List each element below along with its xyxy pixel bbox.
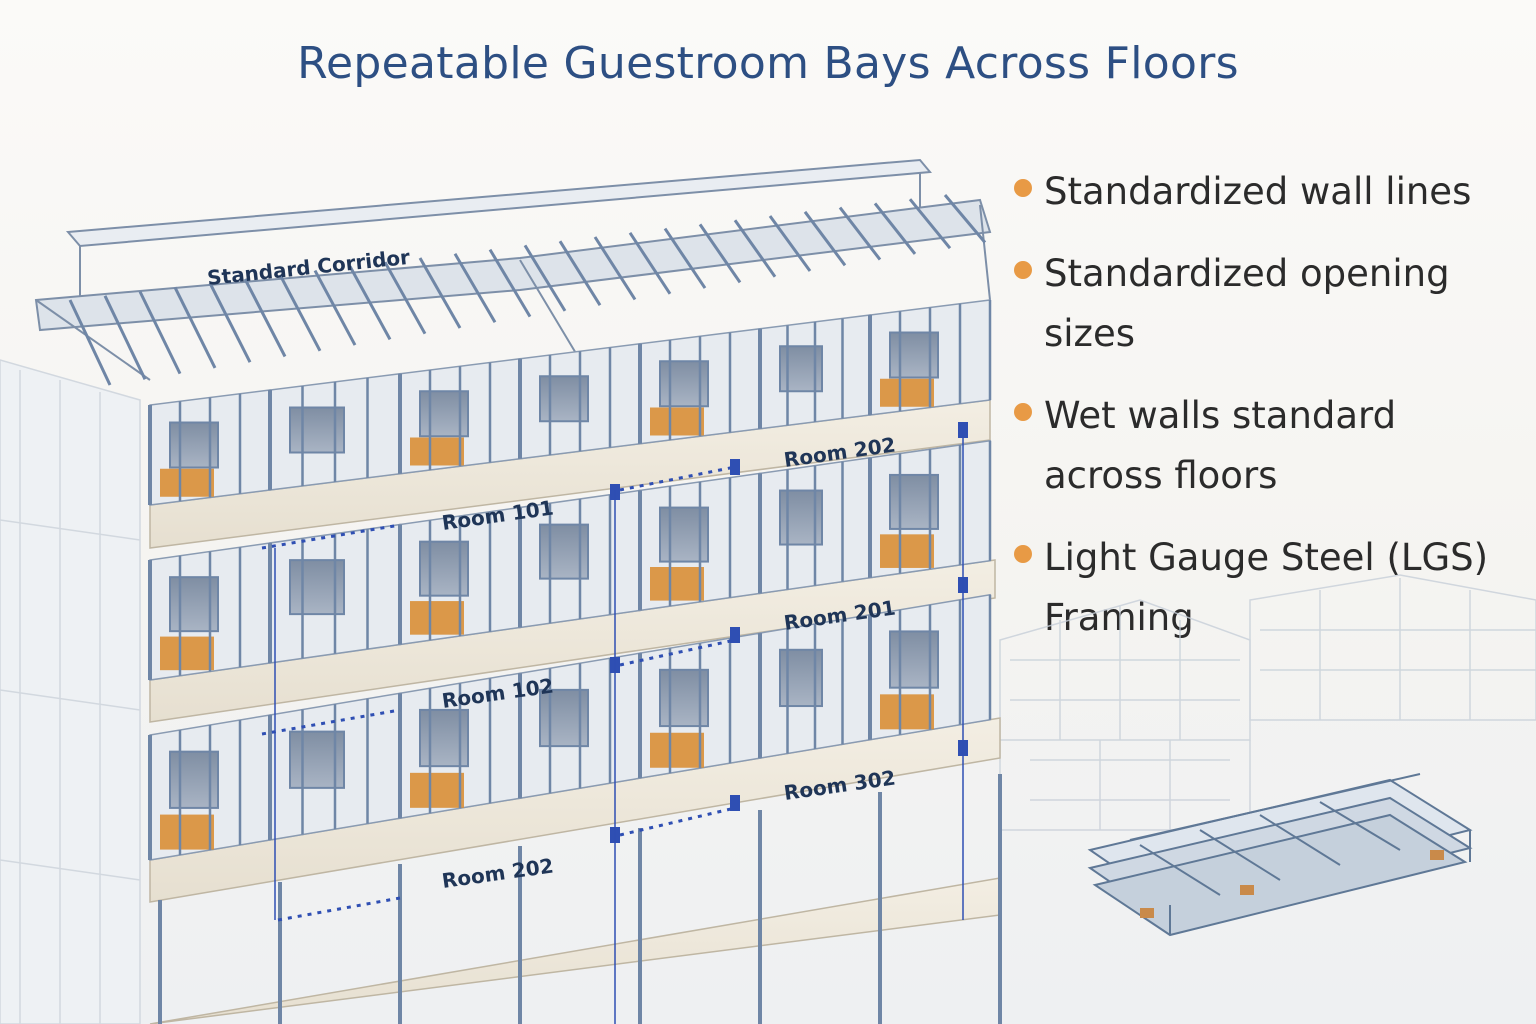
roof-joist	[698, 223, 742, 284]
dimension-tick	[730, 459, 740, 475]
guestroom-bay	[638, 327, 762, 445]
insulation-panel	[880, 378, 934, 407]
lgs-panel-stack	[1087, 773, 1473, 937]
roof-joist	[803, 210, 847, 267]
feature-text: Wet walls standard across floors	[1044, 394, 1397, 497]
guestroom-bay	[868, 439, 992, 579]
bullet-dot-icon	[1014, 179, 1032, 197]
dimension-markers	[261, 422, 968, 1024]
roof-joist	[838, 206, 882, 261]
room-label: Room 202	[440, 854, 555, 893]
roof-joist	[313, 269, 357, 346]
feature-text: Light Gauge Steel (LGS) Framing	[1044, 536, 1489, 639]
roof-joist	[173, 286, 217, 369]
guestroom-bay	[758, 314, 872, 430]
roof-joist	[103, 295, 147, 380]
guestroom-bay	[638, 472, 762, 612]
floor-slabs	[149, 399, 1001, 1024]
guestroom-bays	[148, 299, 1002, 1024]
background-buildings	[999, 574, 1536, 831]
roof-joist	[628, 231, 672, 295]
page-title: Repeatable Guestroom Bays Across Floors	[297, 38, 1239, 89]
insulation-panel	[880, 694, 934, 730]
guestroom-bay	[148, 389, 272, 506]
roof-joist	[348, 265, 392, 341]
guestroom-bay	[268, 372, 402, 491]
dimension-line	[277, 896, 401, 922]
insulation-panel	[160, 814, 214, 850]
insulation-panel	[410, 772, 464, 808]
dimension-tick	[730, 795, 740, 811]
guestroom-bay	[638, 632, 762, 780]
guestroom-bay	[268, 692, 402, 841]
feature-text: Standardized wall lines	[1044, 170, 1472, 213]
roof-joist	[908, 198, 952, 250]
guestroom-bay	[758, 613, 872, 760]
feature-item-opening-sizes: Standardized opening sizes	[1012, 244, 1532, 364]
feature-item-lgs-framing: Light Gauge Steel (LGS) Framing	[1012, 528, 1532, 648]
guestroom-bay	[148, 542, 272, 681]
dimension-line	[261, 708, 401, 736]
roof-joist	[593, 236, 637, 301]
guestroom-bay	[268, 523, 402, 664]
roof-joist	[768, 215, 812, 272]
roof-joist	[208, 282, 252, 363]
roof-frame	[34, 158, 992, 381]
roof-joists	[68, 194, 987, 386]
roof-joist	[453, 253, 497, 324]
bullet-dot-icon	[1014, 545, 1032, 563]
guestroom-bay	[398, 357, 522, 475]
roof-joist	[873, 202, 917, 255]
dimension-line	[261, 523, 401, 550]
insulation-panel	[160, 636, 214, 671]
insulation-panel	[410, 601, 464, 635]
roof-joist	[68, 299, 112, 386]
insulation-panel	[650, 407, 704, 436]
guestroom-bay	[868, 593, 992, 741]
roof-joist	[733, 219, 777, 278]
feature-text: Standardized opening sizes	[1044, 252, 1450, 355]
roof-joist	[243, 278, 287, 358]
roof-joist	[943, 194, 987, 244]
insulation-panel	[650, 567, 704, 601]
roof-joist	[558, 240, 602, 306]
feature-item-wall-lines: Standardized wall lines	[1012, 162, 1532, 222]
insulation-panel	[410, 437, 464, 466]
insulation-panel	[880, 534, 934, 568]
roof-joist	[523, 244, 567, 312]
bullet-dot-icon	[1014, 261, 1032, 279]
guestroom-bay	[148, 714, 272, 861]
guestroom-bay	[758, 456, 872, 595]
roof-joist	[488, 248, 532, 318]
bullet-dot-icon	[1014, 403, 1032, 421]
guestroom-bay	[518, 342, 642, 460]
guestroom-bay	[868, 299, 992, 416]
feature-item-wet-walls: Wet walls standard across floors	[1012, 386, 1532, 506]
roof-joist	[278, 274, 322, 352]
roof-joist	[663, 227, 707, 289]
insulation-panel	[650, 732, 704, 768]
side-wall	[0, 359, 141, 1024]
dimension-tick	[730, 627, 740, 643]
roof-joist	[383, 261, 427, 335]
roof-joist	[418, 257, 462, 329]
guestroom-bay	[398, 672, 522, 820]
roof-joist	[138, 290, 182, 375]
feature-list: Standardized wall lines Standardized ope…	[1012, 162, 1532, 670]
insulation-panel	[160, 468, 214, 497]
